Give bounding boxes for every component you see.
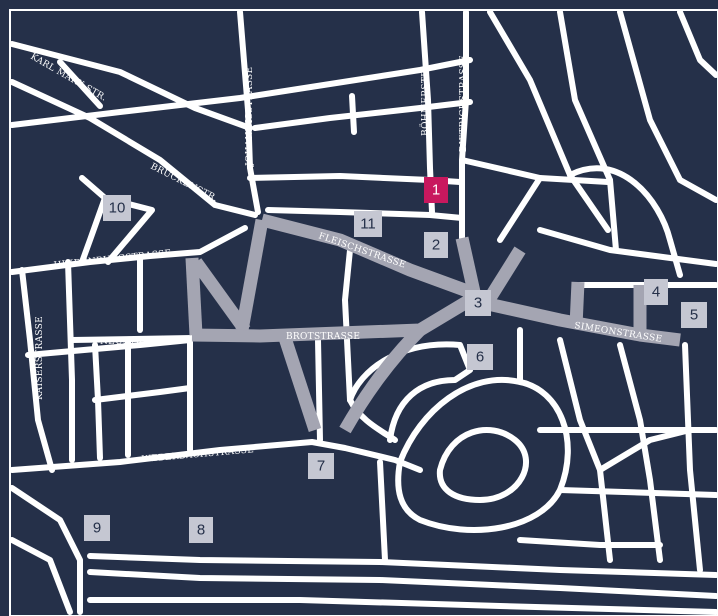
ped-johannis-south bbox=[235, 218, 269, 332]
svg-text:5: 5 bbox=[690, 307, 698, 324]
road-center-v2 bbox=[315, 337, 323, 443]
location-marker-5[interactable]: 5 bbox=[681, 302, 707, 328]
road-se-h2 bbox=[557, 487, 718, 498]
road-se-v3 bbox=[617, 342, 663, 563]
road-hindenburg-str bbox=[9, 225, 248, 275]
road-ne-east-2 bbox=[677, 9, 718, 78]
location-marker-8[interactable]: 8 bbox=[189, 517, 213, 543]
road-dietrich-str bbox=[459, 9, 469, 241]
svg-text:6: 6 bbox=[476, 349, 484, 366]
road-west-h1 bbox=[25, 337, 193, 358]
location-marker-9[interactable]: 9 bbox=[84, 515, 110, 541]
road-south-border-3 bbox=[87, 597, 718, 615]
road-ne-diagonal bbox=[487, 9, 611, 233]
svg-text:7: 7 bbox=[317, 458, 325, 475]
road-se-v2 bbox=[557, 337, 613, 563]
ped-ne-spur bbox=[484, 246, 526, 302]
road-se-loop-inner bbox=[436, 427, 529, 503]
location-marker-6[interactable]: 6 bbox=[467, 344, 493, 370]
road-west-v1 bbox=[65, 259, 75, 463]
road-south-border-2 bbox=[87, 569, 718, 599]
pedestrian-zones bbox=[185, 213, 681, 434]
road-se-diag bbox=[597, 427, 693, 473]
road-west-h2 bbox=[92, 385, 193, 403]
ped-simeonstrasse bbox=[468, 293, 681, 347]
road-top-west bbox=[9, 57, 473, 128]
road-johannis-str bbox=[237, 9, 261, 215]
road-nw-connector bbox=[57, 59, 103, 109]
location-marker-3[interactable]: 3 bbox=[465, 290, 491, 316]
svg-text:2: 2 bbox=[432, 237, 440, 254]
label-kaiserstrasse: KAISERSTRASSE bbox=[35, 316, 45, 400]
road-ne-loop bbox=[567, 165, 683, 278]
location-marker-4[interactable]: 4 bbox=[644, 279, 668, 305]
road-ne-east bbox=[617, 9, 718, 203]
road-east-top bbox=[537, 227, 718, 267]
label-dietrichstrasse: DIETRICHSTRASSE bbox=[459, 55, 469, 152]
road-south-center-v bbox=[377, 459, 388, 563]
ped-west-diag bbox=[190, 258, 251, 334]
road-ne-diagonal-2 bbox=[557, 9, 613, 183]
road-south-border-1 bbox=[87, 553, 718, 578]
road-center-loop bbox=[347, 341, 473, 443]
svg-text:9: 9 bbox=[93, 520, 101, 537]
road-weberbach-str bbox=[9, 439, 423, 473]
road-karl-marx-str bbox=[9, 41, 253, 131]
road-se-v4 bbox=[682, 342, 703, 573]
label-brotstrasse: BROTSTRASSE bbox=[286, 332, 360, 342]
svg-text:11: 11 bbox=[360, 216, 376, 233]
road-bruecken-str bbox=[9, 79, 258, 218]
map-frame bbox=[9, 9, 718, 616]
svg-text:3: 3 bbox=[474, 295, 482, 312]
ped-west-v bbox=[185, 257, 203, 336]
ped-south-1 bbox=[278, 335, 322, 433]
location-marker-1[interactable]: 1 bbox=[424, 177, 448, 203]
location-marker-2[interactable]: 2 bbox=[424, 232, 448, 258]
road-ne-inner-v bbox=[607, 177, 619, 253]
location-markers: 1 2 3 4 5 6 7 8 9 10 11 bbox=[84, 177, 707, 543]
road-kaiser-str bbox=[19, 267, 55, 473]
svg-text:8: 8 bbox=[197, 522, 205, 539]
road-network bbox=[9, 9, 718, 615]
road-top-middle bbox=[252, 99, 473, 131]
svg-text:4: 4 bbox=[652, 284, 660, 301]
road-middle-north-2 bbox=[265, 207, 465, 221]
road-ne-diag-center bbox=[497, 175, 543, 243]
road-se-h3 bbox=[517, 537, 663, 548]
svg-text:10: 10 bbox=[109, 200, 126, 217]
location-marker-11[interactable]: 11 bbox=[354, 211, 382, 237]
road-south-west-diag-2 bbox=[9, 537, 73, 615]
label-neustrasse: NEUSTRASSE bbox=[100, 337, 169, 347]
road-center-v1 bbox=[342, 247, 353, 403]
ped-simeon-spur-1 bbox=[569, 281, 585, 327]
label-johannisstrasse: JOHANNISSTRASSE bbox=[245, 67, 255, 167]
ped-brotstrasse bbox=[191, 294, 474, 343]
road-se-loop-outer bbox=[395, 376, 571, 533]
road-south-west-diag bbox=[9, 485, 83, 615]
ped-south-2 bbox=[339, 325, 425, 434]
label-boehmerstrasse: BÖHMERSTR. bbox=[419, 67, 431, 136]
location-marker-7[interactable]: 7 bbox=[308, 453, 334, 479]
road-west-block-2 bbox=[79, 195, 108, 265]
svg-text:1: 1 bbox=[432, 182, 440, 199]
ped-dietrich-south bbox=[455, 236, 481, 294]
road-north-short bbox=[349, 93, 357, 135]
ped-fleischstrasse bbox=[260, 213, 473, 299]
location-marker-10[interactable]: 10 bbox=[103, 195, 131, 221]
road-neu-str bbox=[69, 335, 195, 343]
